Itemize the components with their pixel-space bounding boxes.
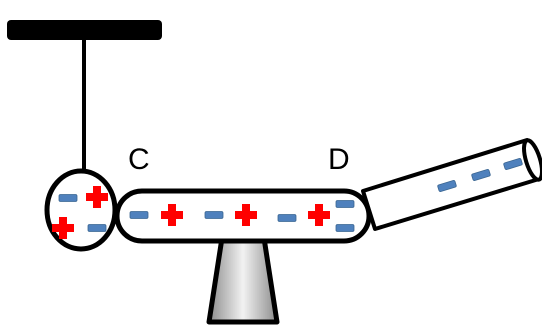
- sphere-negative-charge: [58, 194, 78, 202]
- label-c: C: [128, 143, 150, 176]
- sphere-negative-charge: [87, 224, 107, 232]
- rod-positive-charge: [308, 204, 330, 226]
- label-d: D: [328, 143, 350, 176]
- ceiling-support: [7, 20, 162, 40]
- charge-symbols: [52, 157, 523, 239]
- rod-negative-charge: [277, 214, 297, 222]
- rod-negative-charge: [335, 200, 355, 208]
- rod-positive-charge: [235, 204, 257, 226]
- charged-rod-negative-charge: [437, 179, 457, 193]
- rod-negative-charge: [129, 211, 149, 219]
- charged-rod-end: [522, 138, 542, 182]
- suspended-sphere: [44, 168, 118, 252]
- rod-negative-charge: [335, 224, 355, 232]
- insulating-stand: [206, 235, 280, 325]
- charged-rod-negative-charge: [471, 168, 491, 182]
- rod-positive-charge: [161, 204, 183, 226]
- sphere-positive-charge: [86, 186, 108, 208]
- charged-rod-negative-charge: [503, 157, 523, 171]
- sphere-positive-charge: [52, 217, 74, 239]
- rod-negative-charge: [204, 211, 224, 219]
